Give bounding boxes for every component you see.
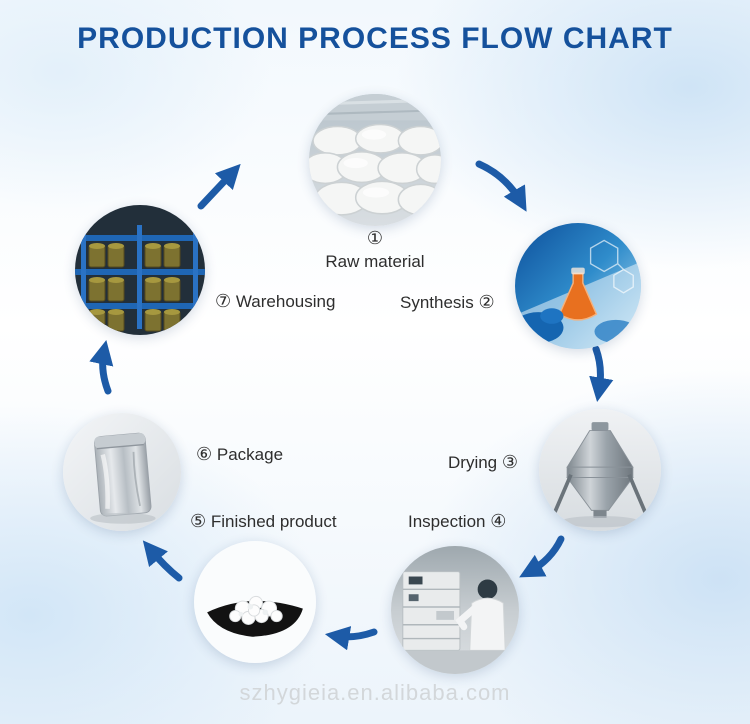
step-label-synthesis: Synthesis ② [400,292,495,313]
step-text-finished-product: Finished product [210,512,337,531]
drying-machine-photo [539,409,661,531]
step-text-package: Package [216,445,284,464]
arrow-rawmaterial-to-synthesis-icon [475,160,527,212]
step-number-2: ② [478,292,495,312]
step-label-finished-product: ⑤ Finished product [190,511,337,532]
page-title: PRODUCTION PROCESS FLOW CHART [77,22,673,55]
step-text-inspection: Inspection [408,512,486,531]
step-text-raw-material: Raw material [325,252,425,271]
step-text-warehousing: Warehousing [235,292,336,311]
arrow-drying-to-inspection-icon [519,535,565,578]
step-number-4: ④ [490,511,507,531]
step-text-synthesis: Synthesis [400,293,474,312]
step-label-inspection: Inspection ④ [408,511,506,532]
arrow-finishedproduct-to-package-icon [142,540,183,582]
step-number-5: ⑤ [190,511,207,531]
raw-material-bags-photo [309,94,441,226]
arrow-synthesis-to-drying-icon [589,345,614,403]
arrow-warehousing-to-rawmaterial-icon [197,163,241,210]
step-number-7: ⑦ [215,291,232,311]
synthesis-lab-photo [515,223,641,349]
step-text-drying: Drying [448,453,498,472]
watermark-text: szhygieia.en.alibaba.com [239,680,511,705]
warehousing-racks-photo [75,205,205,335]
arrow-package-to-warehousing-icon [89,340,114,395]
inspection-lab-photo [391,546,519,674]
step-number-1: ① [366,228,384,248]
finished-product-photo [194,541,316,663]
step-label-drying: Drying ③ [448,452,518,473]
step-label-warehousing: ⑦ Warehousing [215,291,335,312]
step-number-6: ⑥ [196,444,213,464]
step-label-raw-material: ① Raw material [295,228,455,272]
step-label-package: ⑥ Package [196,444,283,465]
arrow-inspection-to-finishedproduct-icon [324,626,378,651]
package-bag-photo [63,413,181,531]
step-number-3: ③ [501,452,518,472]
